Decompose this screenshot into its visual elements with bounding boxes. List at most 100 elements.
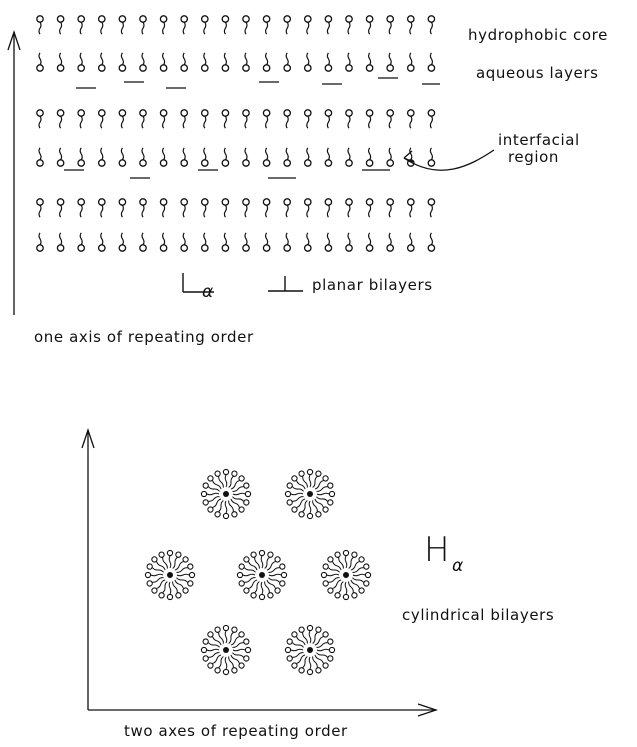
lipid-molecule	[387, 148, 393, 166]
lipid-molecule	[167, 550, 172, 568]
lipid-molecule	[327, 556, 343, 572]
lipid-molecule	[57, 16, 63, 34]
lipid-molecule	[99, 16, 105, 34]
lipid-molecule	[366, 233, 372, 251]
lipid-molecule	[160, 148, 166, 166]
lipid-cylinder	[145, 550, 194, 599]
lipid-molecule	[285, 491, 303, 496]
lipid-molecule	[37, 110, 43, 128]
lipid-molecule	[349, 578, 365, 594]
lipid-molecule	[222, 110, 228, 128]
lipid-molecule	[366, 53, 372, 71]
lipid-molecule	[284, 233, 290, 251]
lipid-molecule	[307, 469, 312, 487]
planar-bilayer-symbol	[268, 276, 303, 291]
cylinder-core	[259, 572, 265, 578]
lipid-molecule	[325, 233, 331, 251]
bilayer-row-1	[37, 16, 435, 71]
h-alpha-symbol: H	[424, 530, 450, 570]
lipid-molecule	[207, 631, 223, 647]
lipid-molecule	[305, 53, 311, 71]
lipid-molecule	[387, 110, 393, 128]
aqueous-layers-label: aqueous layers	[476, 64, 599, 82]
lipid-molecule	[78, 148, 84, 166]
lipid-cylinder	[237, 550, 286, 599]
lipid-molecule	[269, 572, 287, 577]
lamellar-phase	[8, 16, 494, 315]
lipid-molecule	[202, 53, 208, 71]
lipid-molecule	[343, 550, 348, 568]
lipid-molecule	[243, 148, 249, 166]
lipid-molecule	[263, 199, 269, 217]
lamellar-axis-caption: one axis of repeating order	[34, 328, 254, 346]
lipid-molecule	[78, 110, 84, 128]
lipid-molecule	[160, 16, 166, 34]
lipid-molecule	[243, 556, 259, 572]
lipid-molecule	[99, 53, 105, 71]
lipid-molecule	[207, 475, 223, 491]
lipid-molecule	[119, 53, 125, 71]
lipid-molecule	[263, 110, 269, 128]
lipid-molecule	[284, 148, 290, 166]
bilayer-row-2	[37, 110, 435, 166]
lipid-molecule	[313, 631, 329, 647]
lipid-molecule	[325, 53, 331, 71]
lipid-molecule	[78, 16, 84, 34]
lipid-molecule	[366, 199, 372, 217]
lipid-molecule	[408, 233, 414, 251]
lipid-molecule	[99, 148, 105, 166]
lipid-molecule	[428, 53, 434, 71]
lipid-molecule	[387, 233, 393, 251]
lipid-molecule	[408, 53, 414, 71]
interfacial-label-line2: region	[498, 149, 580, 166]
lipid-cylinder	[201, 625, 250, 674]
lipid-molecule	[263, 233, 269, 251]
lipid-molecule	[263, 148, 269, 166]
lipid-molecule	[201, 647, 219, 652]
lipid-molecule	[78, 53, 84, 71]
lipid-molecule	[222, 233, 228, 251]
lipid-molecule	[229, 475, 245, 491]
lipid-molecule	[37, 148, 43, 166]
lipid-molecule	[291, 631, 307, 647]
lamellar-axis-arrow	[8, 32, 20, 315]
cylinder-core	[343, 572, 349, 578]
lipid-molecule	[78, 233, 84, 251]
lipid-molecule	[343, 582, 348, 600]
lipid-molecule	[428, 148, 434, 166]
lipid-molecule	[307, 501, 312, 519]
lipid-molecule	[325, 16, 331, 34]
lipid-molecule	[201, 491, 219, 496]
lipid-molecule	[119, 233, 125, 251]
lipid-molecule	[223, 501, 228, 519]
lipid-molecule	[119, 199, 125, 217]
lipid-molecule	[243, 110, 249, 128]
hydrophobic-core-label: hydrophobic core	[468, 26, 608, 44]
lipid-molecule	[207, 497, 223, 513]
lipid-molecule	[160, 233, 166, 251]
lipid-molecule	[387, 16, 393, 34]
interfacial-pointer-arrow	[404, 150, 494, 170]
lipid-molecule	[428, 110, 434, 128]
lipid-molecule	[173, 556, 189, 572]
bilayer-row-3	[37, 199, 435, 251]
lipid-molecule	[202, 148, 208, 166]
lipid-molecule	[325, 199, 331, 217]
lipid-molecule	[140, 148, 146, 166]
lipid-molecule	[181, 110, 187, 128]
lipid-molecule	[57, 110, 63, 128]
lipid-molecule	[181, 199, 187, 217]
lipid-molecule	[305, 148, 311, 166]
lipid-molecule	[305, 199, 311, 217]
hexagonal-axis-caption: two axes of repeating order	[124, 722, 348, 740]
lipid-molecule	[284, 53, 290, 71]
lipid-molecule	[305, 233, 311, 251]
lipid-molecule	[37, 53, 43, 71]
lipid-molecule	[321, 572, 339, 577]
lipid-molecule	[202, 16, 208, 34]
h-alpha-subscript: α	[452, 556, 463, 576]
lipid-molecule	[349, 556, 365, 572]
lipid-molecule	[167, 582, 172, 600]
lipid-molecule	[265, 556, 281, 572]
lipid-molecule	[181, 233, 187, 251]
